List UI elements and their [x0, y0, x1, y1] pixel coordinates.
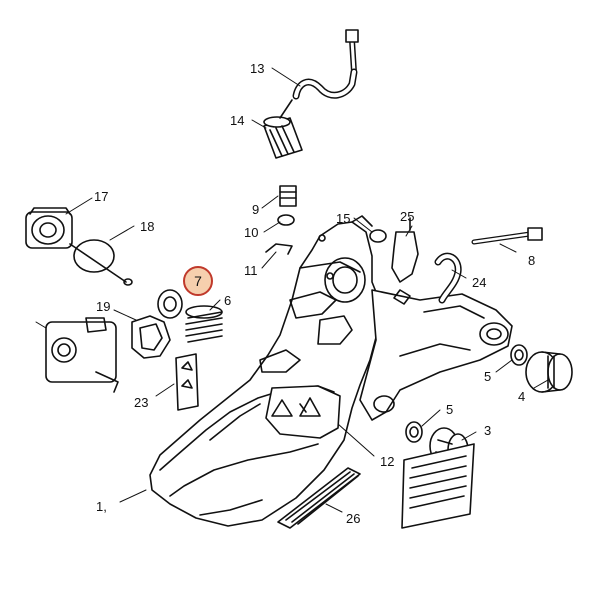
- washer-part-5a: [510, 344, 528, 366]
- callout-10: 10: [244, 225, 259, 240]
- o-ring-part-10: [277, 214, 295, 226]
- decal-plate-lower: [401, 443, 475, 529]
- assembly-part-17: [25, 207, 73, 249]
- callout-1: 1,: [96, 499, 107, 514]
- callout-23: 23: [134, 395, 149, 410]
- av-buffer-part-4: [525, 351, 573, 393]
- gasket-part-18: [69, 239, 133, 286]
- spring-part-6: [185, 305, 223, 343]
- callout-8: 8: [528, 253, 536, 268]
- decal-part-26: [277, 467, 361, 529]
- callout-11: 11: [244, 263, 258, 278]
- washer-part-5b: [405, 421, 423, 443]
- callout-18: 18: [140, 219, 155, 234]
- cap-part-7: [157, 289, 183, 319]
- callout-5a: 5: [484, 369, 492, 384]
- callout-19: 19: [96, 299, 111, 314]
- callout-9: 9: [252, 202, 260, 217]
- callout-17: 17: [94, 189, 109, 204]
- clip-part-11: [265, 243, 293, 255]
- part-9: [279, 185, 297, 207]
- callout-6: 6: [224, 293, 232, 308]
- callout-5b: 5: [446, 402, 454, 417]
- callout-25: 25: [400, 209, 415, 224]
- callout-15: 15: [336, 211, 351, 226]
- bracket-part-25: [391, 217, 419, 305]
- handle-part-12: [265, 385, 341, 439]
- callout-3: 3: [484, 423, 492, 438]
- callout-14: 14: [230, 113, 245, 128]
- frame-arm: [359, 289, 513, 421]
- leader-lines: [35, 67, 549, 513]
- fuel-filter-part-14: [263, 99, 303, 159]
- carburetor-assembly: [45, 317, 119, 393]
- callout-26: 26: [346, 511, 361, 526]
- callout-13: 13: [250, 61, 265, 76]
- housing-part-1: [149, 215, 381, 527]
- callout-7-highlight[interactable]: 7: [183, 266, 213, 296]
- gasket-part-19: [131, 315, 171, 359]
- bolt-part-8: [471, 227, 543, 245]
- callout-24: 24: [472, 275, 487, 290]
- fuel-hose-part-13: [292, 29, 359, 100]
- decal-part-23: [175, 353, 199, 411]
- hose-part-24: [434, 252, 462, 304]
- plug-part-15: [369, 229, 387, 243]
- callout-4: 4: [518, 389, 526, 404]
- callout-12: 12: [380, 454, 395, 469]
